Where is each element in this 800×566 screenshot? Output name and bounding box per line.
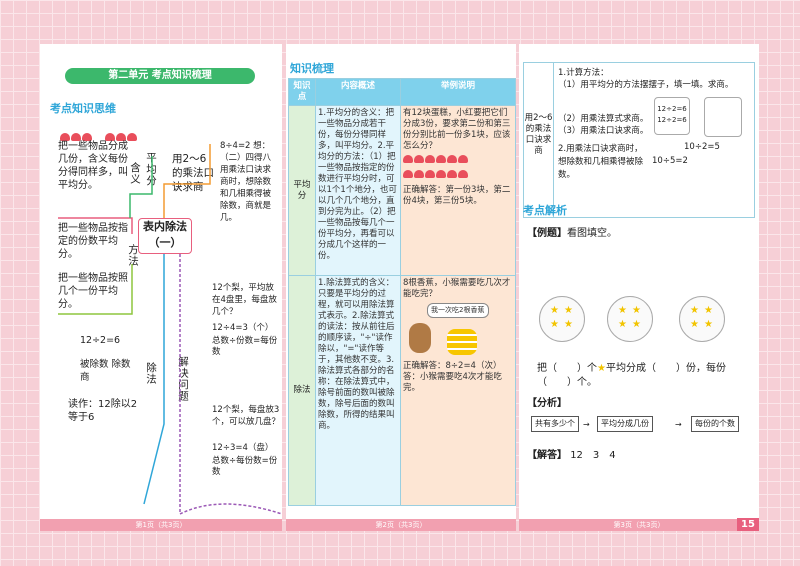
method-box: 用2～6的乘法口诀求商 1.计算方法： （1）用平均分的方法摆摆子，填一填。求商… (523, 62, 755, 218)
equation-d: 10÷5=2 (652, 156, 688, 166)
arrow-icon-2: → (675, 420, 682, 429)
arrow-icon: → (583, 420, 590, 429)
label-chengfa: 用2～6的乘法口诀求商 (172, 153, 214, 193)
row-chufa-label: 除法 (288, 275, 316, 506)
section-title: 考点知识思维 (50, 102, 116, 115)
th-zhishidian: 知识点 (288, 78, 316, 106)
label-hanyi: 含义 (129, 162, 141, 185)
flow-step-1: 共有多少个 (531, 416, 579, 432)
monkey-bananas (403, 321, 513, 361)
th-neirong: 内容概述 (315, 78, 401, 106)
problem-2-rel: 总数÷每份数=份数 (212, 456, 278, 477)
unit-banner: 第二单元 考点知识梳理 (65, 68, 255, 84)
footer-1: 第1页（共3页） (40, 519, 282, 531)
method-step-5: 2.用乘法口诀求商时，想除数和几相乘得被除数。 (558, 144, 644, 180)
equation-reading: 读作：12除以2等于6 (68, 399, 138, 423)
method-step-1: 1.计算方法： (558, 68, 609, 78)
label-chufa: 除法 (145, 362, 157, 385)
section-title-3: 考点解析 (523, 204, 567, 217)
row-pingjunfen-label: 平均分 (288, 105, 316, 276)
method-step-2: （1）用平均分的方法摆摆子，填一填。求商。 (558, 80, 734, 90)
problem-2: 12个梨，每盘放3个，可以放几盘？ (212, 405, 281, 427)
koujue-note: 8÷4=2 想：（二）四得八 用乘法口诀求商时，想除数和几相乘得被除数，商就是几… (220, 141, 272, 223)
page-number: 15 (737, 518, 759, 531)
answer-line: 【解答】 12 3 4 (527, 450, 616, 461)
th-juli: 举例说明 (400, 78, 516, 106)
cakes-row-2 (403, 170, 513, 182)
section-title-2: 知识梳理 (290, 62, 334, 75)
row-chufa-content: 1.除法算式的含义：只要是平均分的过程，就可以用除法算式表示。2.除法算式的读法… (315, 275, 401, 506)
example-heading: 【例题】看图填空。 (527, 228, 617, 239)
flow-step-2: 平均分成几份 (597, 416, 653, 432)
plate-1: ★★★★ (539, 296, 585, 342)
center-node: 表内除法（一） (138, 218, 192, 254)
method-step-4: （3）用乘法口诀求商。 (558, 126, 649, 136)
row-chufa-example: 8根香蕉，小猴需要吃几次才能吃完？ 我一次吃2根香蕉 正确解答：8÷2=4（次）… (400, 275, 516, 506)
plate-2: ★★★★ (607, 296, 653, 342)
fill-blank: 把（ ）个★平均分成（ ）份，每份（ ）个。 (537, 363, 726, 388)
branch-anzhao: 把一些物品按照几个一份平均分。 (58, 273, 128, 310)
knowledge-table: 知识点 内容概述 举例说明 平均分 1.平均分的含义：把一些物品分成若干份，每份… (288, 78, 516, 506)
branch-fen: 把一些物品分成几份，含义每份分得同样多，叫平均分。 (58, 141, 128, 191)
branch-zhiding: 把一些物品按指定的份数平均分。 (58, 223, 128, 260)
flow-step-3: 每份的个数 (691, 416, 739, 432)
banana-icon (447, 329, 477, 355)
cake-group-1 (60, 126, 93, 145)
example-2-question: 8根香蕉，小猴需要吃几次才能吃完？ (403, 278, 511, 299)
row-pingjunfen-example: 有12块蛋糕，小红要把它们分成3份，要求第二份和第三份分别比前一份多1块，应该怎… (400, 105, 516, 276)
problem-2-eq: 12÷3=4（盘） (212, 443, 274, 453)
equation-c: 10÷2=5 (684, 142, 720, 152)
method-label: 用2～6的乘法口诀求商 (524, 63, 554, 217)
row-pingjunfen-content: 1.平均分的含义：把一些物品分成若干份，每份分得同样多，叫平均分。2.平均分的方… (315, 105, 401, 276)
label-fangfa: 方法 (127, 244, 139, 267)
page-1: 第二单元 考点知识梳理 考点知识思维 把一些物品分成几份，含义每份分得同样多，叫… (40, 44, 282, 531)
cakes-row (403, 155, 513, 167)
mind-map-lines (58, 144, 282, 516)
page-3: 用2～6的乘法口诀求商 1.计算方法： （1）用平均分的方法摆摆子，填一填。求商… (519, 44, 759, 531)
label-pingjunfen: 平均分 (145, 152, 157, 187)
example-1-answer: 正确解答：第一份3块，第二份4块，第三份5块。 (403, 185, 511, 206)
monkey-icon (409, 323, 431, 353)
example-1-question: 有12块蛋糕，小红要把它们分成3份，要求第二份和第三份分别比前一份多1块，应该怎… (403, 108, 511, 151)
plate-3: ★★★★ (679, 296, 725, 342)
speech-bubble: 我一次吃2根香蕉 (427, 303, 489, 318)
cake-group-2 (105, 126, 138, 145)
equation-parts: 被除数 除数 商 (80, 359, 131, 383)
equation: 12÷2=6 (80, 335, 121, 346)
example-2-answer: 正确解答：8÷2=4（次）答：小猴需要吃4次才能吃完。 (403, 361, 502, 393)
footer-2: 第2页（共3页） (286, 519, 516, 531)
analysis-label: 【分析】 (527, 398, 567, 409)
page-2: 知识梳理 知识点 内容概述 举例说明 平均分 1.平均分的含义：把一些物品分成若… (286, 44, 516, 531)
diagram-box-2 (704, 97, 742, 137)
problem-1-rel: 总数÷份数=每份数 (212, 336, 278, 357)
method-step-3: （2）用乘法算式求商。 (558, 114, 649, 124)
footer-3: 第3页（共3页） (519, 519, 759, 531)
problem-1: 12个梨，平均放在4盘里，每盘放几个？ (212, 283, 277, 317)
problem-1-eq: 12÷4=3（个） (212, 323, 274, 333)
